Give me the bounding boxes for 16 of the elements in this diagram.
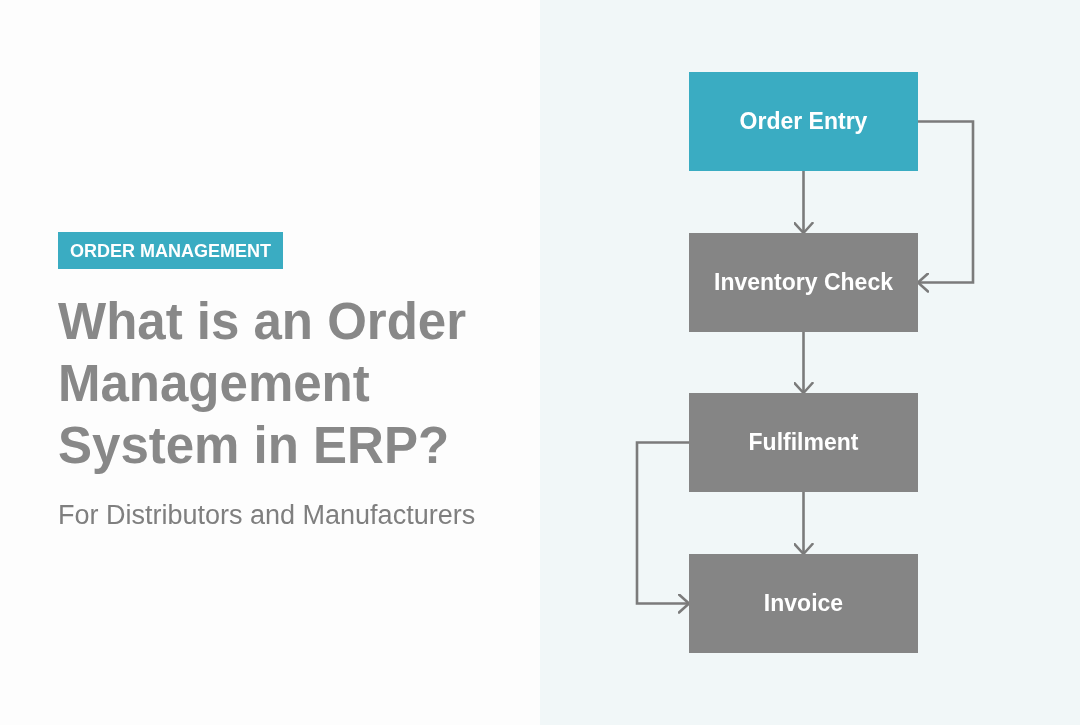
category-label: ORDER MANAGEMENT	[70, 241, 271, 260]
process-box	[689, 393, 918, 492]
page-title: What is an Order Management System in ERP?	[58, 292, 468, 476]
subtitle: For Distributors and Manufacturers	[58, 499, 476, 532]
arrow	[793, 332, 814, 395]
process-box	[689, 554, 918, 653]
process-box	[689, 233, 918, 332]
step-label: Invoice	[763, 589, 844, 618]
step-label: Fulfilment	[748, 428, 859, 457]
category-banner	[58, 232, 283, 269]
step-label: Inventory Check	[714, 268, 893, 297]
arrow	[635, 441, 691, 614]
process-box	[689, 72, 918, 171]
arrow	[793, 171, 814, 235]
arrow	[793, 492, 814, 556]
step-label: Order Entry	[739, 107, 868, 136]
